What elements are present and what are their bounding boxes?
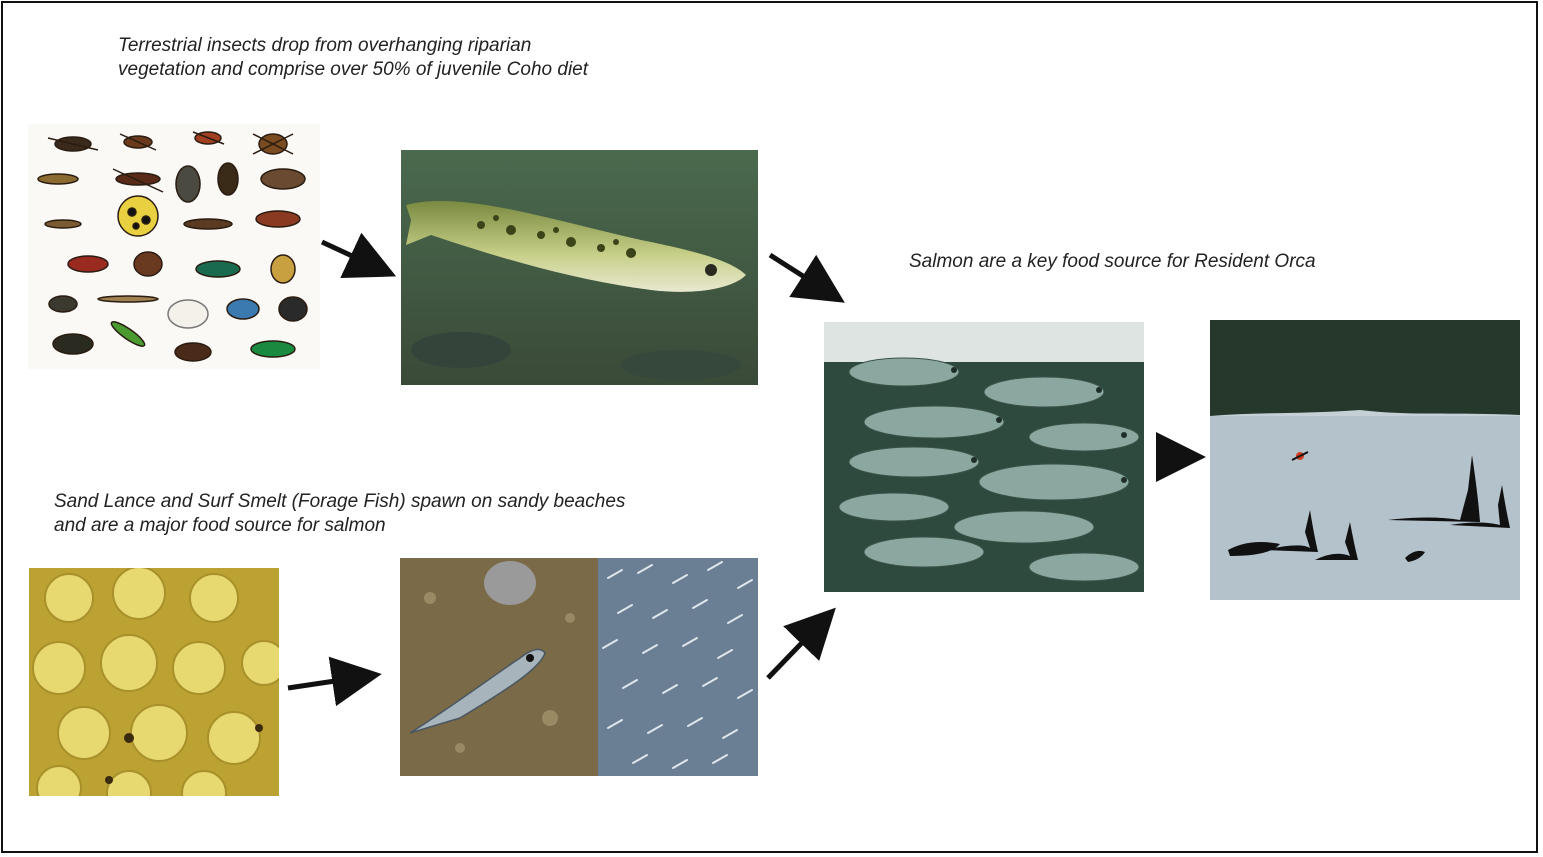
- arrow-insects-to-coho: [322, 242, 378, 268]
- arrow-forage-to-salmon: [768, 622, 822, 678]
- arrow-coho-to-salmon: [770, 255, 828, 292]
- arrow-eggs-to-sand-lance: [288, 677, 362, 688]
